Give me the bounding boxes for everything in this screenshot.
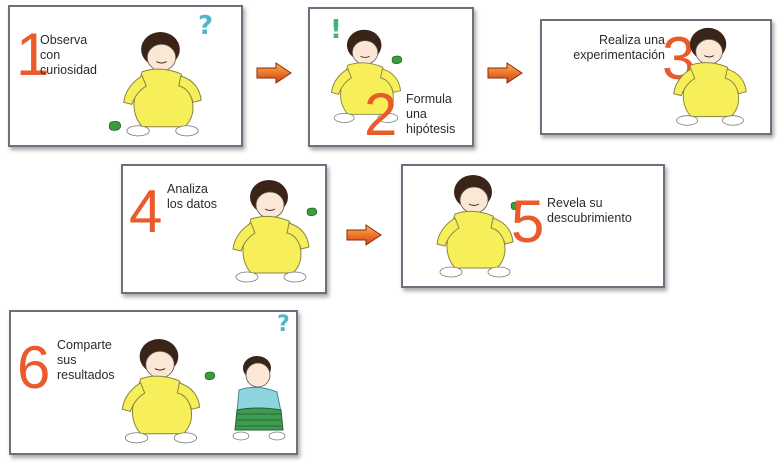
- step-card-5: 5 Revela su descubrimiento: [401, 164, 665, 288]
- question-mark-icon: ?: [277, 312, 290, 337]
- rock-icon: [203, 370, 217, 381]
- step-card-4: 4 Analiza los datos: [121, 164, 327, 294]
- rock-icon: [390, 54, 404, 65]
- step-card-6: 6 Comparte sus resultados ?: [9, 310, 298, 455]
- step-number-4: 4: [129, 178, 163, 245]
- child-illustration: [425, 172, 525, 282]
- right-arrow-icon: [256, 62, 292, 84]
- right-arrow-icon: [487, 62, 523, 84]
- step-card-1: 1 Observa con curiosidad ?: [8, 5, 243, 147]
- step-number-6: 6: [17, 334, 51, 401]
- step-label-2: Formula una hipótesis: [406, 92, 456, 136]
- child-illustration: [660, 25, 760, 130]
- child-illustration: [221, 176, 321, 288]
- step-card-3: Realiza una experimentación 3: [540, 19, 772, 135]
- child-illustration: [109, 336, 213, 448]
- step-label-1: Observa con curiosidad: [40, 33, 97, 77]
- step-label-4: Analiza los datos: [167, 182, 218, 211]
- step-label-5: Revela su descubrimiento: [547, 196, 632, 225]
- second-child-illustration: [232, 356, 286, 441]
- step-card-2: ! 2 Formula una hipótesis: [308, 7, 474, 147]
- rock-icon: [305, 206, 319, 217]
- step-label-6: Comparte sus resultados: [57, 338, 115, 382]
- step-number-1: 1: [16, 21, 50, 88]
- step-label-3: Realiza una experimentación: [573, 33, 665, 62]
- exclamation-mark-icon: !: [330, 15, 342, 45]
- question-mark-icon: ?: [198, 11, 214, 41]
- rock-icon: [107, 119, 123, 132]
- step-number-2: 2: [364, 81, 398, 148]
- step-number-5: 5: [511, 188, 545, 255]
- right-arrow-icon: [346, 224, 382, 246]
